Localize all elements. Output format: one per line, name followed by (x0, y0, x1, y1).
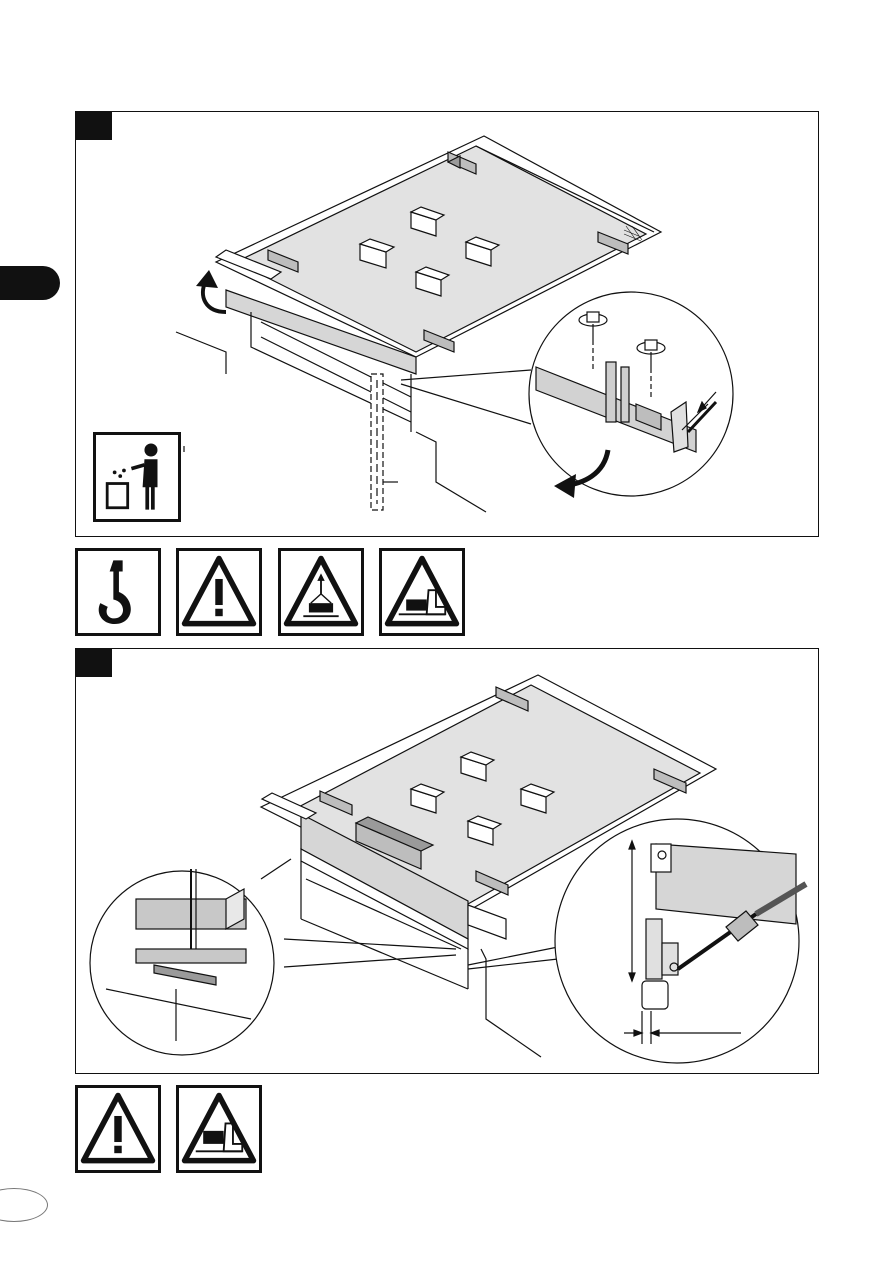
step-1-panel (75, 111, 819, 537)
step-2-panel (75, 648, 819, 1074)
step-2-illustration (76, 649, 820, 1075)
suspended-load-sign (278, 548, 364, 636)
general-warning-sign-2 (75, 1085, 161, 1173)
suspended-load-icon (281, 551, 361, 633)
crush-hazard-sign (379, 548, 465, 636)
crane-hook-icon (78, 551, 158, 633)
step-1-illustration (76, 112, 820, 538)
page-number-oval (0, 1188, 48, 1222)
disposal-icon (96, 435, 178, 519)
disposal-sign (93, 432, 181, 522)
crush-hazard-sign-2 (176, 1085, 262, 1173)
crane-hook-sign (75, 548, 161, 636)
warning-icon (78, 1088, 158, 1170)
general-warning-sign (176, 548, 262, 636)
crush-hazard-icon (382, 551, 462, 633)
warning-icon (179, 551, 259, 633)
crush-hazard-icon (179, 1088, 259, 1170)
section-tab (0, 266, 60, 300)
